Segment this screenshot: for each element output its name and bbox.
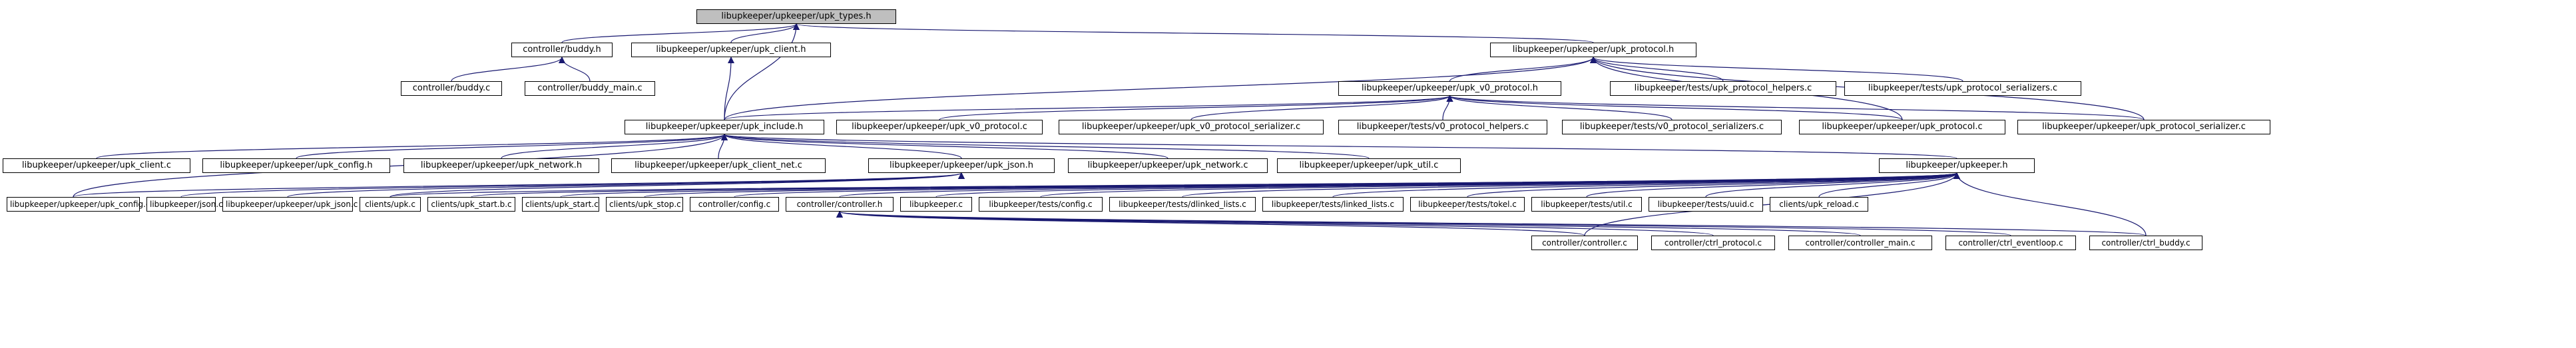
edge-protocol-h-to-types (793, 23, 1594, 43)
node-upk-v0-protocol-c[interactable]: libupkeeper/upkeeper/upk_v0_protocol.c (836, 120, 1043, 134)
node-test-upk-protocol-helpers[interactable]: libupkeeper/tests/upk_protocol_helpers.c (1610, 81, 1836, 96)
node-upk-util-c[interactable]: libupkeeper/upkeeper/upk_util.c (1277, 158, 1461, 173)
edge-t-protocol-serializers-to-protocol-h (1590, 57, 1963, 82)
node-test-linked-lists[interactable]: libupkeeper/tests/linked_lists.c (1262, 197, 1404, 212)
node-upk-json-c[interactable]: libupkeeper/upkeeper/upk_json.c (222, 197, 358, 212)
node-upkeeper-h[interactable]: libupkeeper/upkeeper.h (1879, 158, 2035, 173)
node-upk-network-h[interactable]: libupkeeper/upkeeper/upk_network.h (403, 158, 599, 173)
edge-t-tokel-to-upkeeper-h (1467, 172, 1960, 198)
node-ctrl-eventloop-c[interactable]: controller/ctrl_eventloop.c (1945, 236, 2076, 250)
node-upk-network-c[interactable]: libupkeeper/upkeeper/upk_network.c (1068, 158, 1268, 173)
node-clients-upk-c[interactable]: clients/upk.c (360, 197, 421, 212)
node-clients-upk-start-b-c[interactable]: clients/upk_start.b.c (427, 197, 515, 212)
node-buddy-main-c[interactable]: controller/buddy_main.c (525, 81, 655, 96)
edge-include-h-to-client-h (724, 57, 734, 120)
edge-ctrl-eventloop-c-to-controller-h (836, 211, 2011, 236)
edge-json-c-to-json-h (180, 172, 965, 198)
edge-t-v0-protocol-helpers-to-v0-protocol-h (1442, 95, 1453, 120)
node-upk-v0-protocol-serializer-c[interactable]: libupkeeper/upkeeper/upk_v0_protocol_ser… (1059, 120, 1324, 134)
node-test-v0-protocol-helpers[interactable]: libupkeeper/tests/v0_protocol_helpers.c (1338, 120, 1547, 134)
node-t-util[interactable]: libupkeeper/tests/util.c (1531, 197, 1642, 212)
edge-buddy-c-to-buddy-h (451, 57, 565, 82)
edge-ctrl-buddy-c-to-controller-h (837, 211, 2147, 236)
edge-ctrl-buddy-c-to-upkeeper-h (1953, 172, 2147, 236)
edge-ctrl-protocol-c-to-controller-h (836, 211, 1714, 236)
node-buddy-c[interactable]: controller/buddy.c (401, 81, 502, 96)
node-upk-client-h[interactable]: libupkeeper/upkeeper/upk_client.h (631, 43, 831, 57)
edge-t-uuid-to-upkeeper-h (1705, 172, 1960, 198)
node-upk-protocol-serializer-c[interactable]: libupkeeper/upkeeper/upk_protocol_serial… (2017, 120, 2270, 134)
edge-t-config-to-upkeeper-h (1040, 172, 1960, 198)
edge-util-c-to-include-h (721, 134, 1370, 159)
node-upk-protocol-c[interactable]: libupkeeper/upkeeper/upk_protocol.c (1799, 120, 2005, 134)
edge-t-dlinked-to-upkeeper-h (1182, 172, 1960, 198)
node-test-dlinked-lists[interactable]: libupkeeper/tests/dlinked_lists.c (1109, 197, 1256, 212)
node-json-c[interactable]: libupkeeper/json.c (146, 197, 223, 212)
node-clients-upk-stop-c[interactable]: clients/upk_stop.c (606, 197, 683, 212)
edge-clients-upk-c-to-json-h (389, 172, 965, 198)
edge-clients-reload-c-to-upkeeper-h (1818, 172, 1960, 198)
node-upk-v0-protocol-h[interactable]: libupkeeper/upkeeper/upk_v0_protocol.h (1338, 81, 1561, 96)
edge-buddy-main-c-to-buddy-h (559, 57, 591, 82)
node-controller-c[interactable]: controller/controller.c (1531, 236, 1638, 250)
node-upk-client-c[interactable]: libupkeeper/upkeeper/upk_client.c (3, 158, 190, 173)
edge-protocol-c-to-v0-protocol-h (1446, 95, 1903, 120)
edge-client-c-to-include-h (96, 134, 728, 159)
node-controller-h[interactable]: controller/controller.h (786, 197, 894, 212)
node-clients-reload-c[interactable]: clients/upk_reload.c (1770, 197, 1868, 212)
node-ctrl-protocol-c[interactable]: controller/ctrl_protocol.c (1651, 236, 1775, 250)
edge-network-h-to-include-h (501, 134, 728, 159)
edge-t-util-to-upkeeper-h (1586, 172, 1960, 198)
edge-include-h-to-protocol-h (724, 57, 1597, 120)
node-upk-client-net-c[interactable]: libupkeeper/upkeeper/upk_client_net.c (611, 158, 826, 173)
edge-include-h-to-v0-protocol-h (724, 95, 1453, 120)
node-upk-include-h[interactable]: libupkeeper/upkeeper/upk_include.h (625, 120, 824, 134)
edge-config-h-to-include-h (296, 134, 728, 159)
edge-v0-protocol-c-to-v0-protocol-h (939, 95, 1453, 120)
edge-buddy-h-to-types (561, 23, 800, 43)
edge-libupkeeper-c-to-upkeeper-h (935, 172, 1960, 198)
node-libupkeeper-c[interactable]: libupkeeper.c (900, 197, 972, 212)
edge-config-c-to-include-h (73, 134, 728, 198)
edge-v0-protocol-serializer-c-to-v0-protocol-h (1190, 95, 1453, 120)
node-upk-json-h[interactable]: libupkeeper/upkeeper/upk_json.h (868, 158, 1055, 173)
edge-upk-json-c-to-json-h (287, 172, 965, 198)
node-upk-protocol-h[interactable]: libupkeeper/upkeeper/upk_protocol.h (1490, 43, 1696, 57)
node-buddy-h[interactable]: controller/buddy.h (511, 43, 613, 57)
edge-t-v0-protocol-serializers-to-v0-protocol-h (1446, 95, 1673, 120)
edge-t-linked-to-upkeeper-h (1332, 172, 1960, 198)
edge-json-h-to-include-h (721, 134, 962, 159)
node-upk-types-h[interactable]: libupkeeper/upkeeper/upk_types.h (696, 9, 896, 24)
node-t-tokel[interactable]: libupkeeper/tests/tokel.c (1410, 197, 1525, 212)
node-clients-upk-start-c[interactable]: clients/upk_start.c (522, 197, 599, 212)
edge-t-protocol-helpers-to-protocol-h (1590, 57, 1724, 82)
edge-controller-c-to-controller-h (836, 211, 1585, 236)
node-t-uuid[interactable]: libupkeeper/tests/uuid.c (1649, 197, 1763, 212)
node-upk-config-h[interactable]: libupkeeper/upkeeper/upk_config.h (202, 158, 390, 173)
node-ctrl-buddy-c[interactable]: controller/ctrl_buddy.c (2089, 236, 2202, 250)
edge-v0-protocol-h-to-protocol-h (1449, 57, 1597, 82)
node-test-v0-protocol-serializers[interactable]: libupkeeper/tests/v0_protocol_serializer… (1562, 120, 1782, 134)
node-controller-main-c[interactable]: controller/controller_main.c (1788, 236, 1932, 250)
edge-protocol-serializer-c-to-v0-protocol-h (1447, 95, 2145, 120)
node-controller-config-c[interactable]: controller/config.c (690, 197, 779, 212)
edge-upkeeper-h-to-include-h (721, 134, 1957, 159)
edge-controller-main-c-to-controller-h (836, 211, 1861, 236)
node-test-upk-protocol-serializers[interactable]: libupkeeper/tests/upk_protocol_serialize… (1844, 81, 2081, 96)
edge-include-h-to-types (724, 23, 800, 120)
node-test-config[interactable]: libupkeeper/tests/config.c (979, 197, 1103, 212)
edge-network-c-to-include-h (721, 134, 1168, 159)
node-upk-config-c[interactable]: libupkeeper/upkeeper/upk_config.c (7, 197, 150, 212)
edge-controller-h-to-upkeeper-h (839, 172, 1960, 198)
